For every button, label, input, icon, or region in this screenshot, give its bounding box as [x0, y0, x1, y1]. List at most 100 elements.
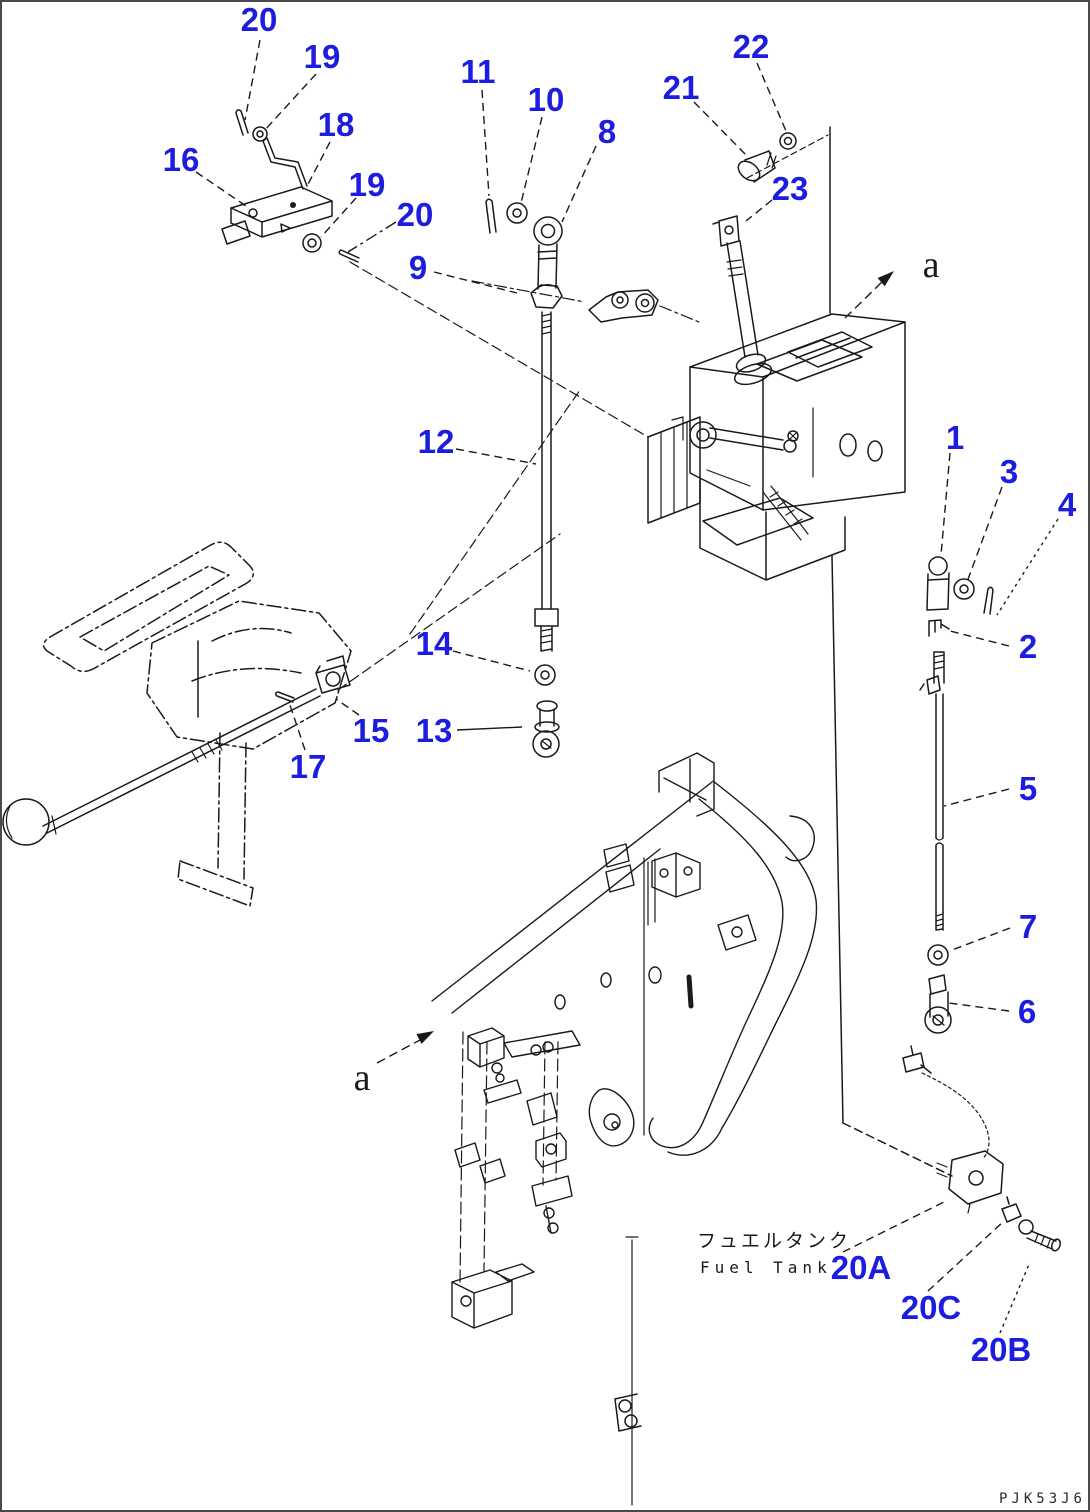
fuel-cable: [921, 1072, 990, 1160]
callout-label-15-23: 15: [353, 712, 390, 749]
fuel-tank-outline: [829, 126, 953, 1177]
pivot-boss: [689, 421, 717, 449]
slotted-bracket: [647, 416, 701, 524]
cotter-pin-20-upper: [235, 109, 249, 136]
leader-line-8-8: [561, 145, 597, 223]
pointer-mark: [280, 223, 291, 233]
lever-bracket-assembly: [221, 109, 649, 438]
view-arrow-label-0: a: [923, 244, 940, 286]
console-hole-2: [867, 440, 883, 462]
washer-19-lower: [302, 233, 322, 253]
eye-bolt-13: [532, 700, 560, 758]
callout-label-20-4: 20: [397, 196, 434, 233]
view-arrow-head-0: [877, 271, 894, 287]
bolt-20B: [1018, 1219, 1062, 1252]
control-console-box: [671, 313, 906, 581]
nut-14: [534, 664, 556, 686]
callout-label-6-19: 6: [1018, 993, 1036, 1030]
leader-line-23-12: [745, 199, 773, 222]
lock-washer-22: [779, 132, 797, 150]
callout-label-2-16: 2: [1019, 628, 1037, 665]
rod-12: [534, 311, 559, 652]
callout-label-1-13: 1: [946, 419, 964, 456]
callout-label-7-18: 7: [1019, 908, 1037, 945]
callout-label-20a-25: 20A: [831, 1249, 892, 1286]
leader-line-15-23: [335, 698, 360, 716]
leader-line-11-6: [481, 89, 490, 197]
view-arrow-head-1: [416, 1031, 434, 1044]
leader-line-9-9: [433, 271, 518, 294]
leader-line-13-22: [456, 726, 523, 731]
fitting-20C: [1001, 1196, 1022, 1223]
rod-end-6: [924, 974, 952, 1034]
callout-label-14-21: 14: [416, 625, 453, 662]
leader-line-20b-27: [999, 1261, 1031, 1334]
callout-label-22-11: 22: [733, 28, 770, 65]
cotter-pin-4: [983, 586, 994, 615]
fuel-tank-label-en: Fuel Tank: [700, 1258, 832, 1277]
nut-9: [530, 284, 563, 309]
rod-end-1: [926, 556, 950, 611]
callout-label-4-15: 4: [1058, 486, 1077, 523]
callout-label-18-2: 18: [318, 106, 355, 143]
pivot-arm: [709, 427, 784, 451]
callout-labels: 2019181920161110892122231342576121413151…: [163, 1, 1077, 1368]
link-axis-line-2: [337, 533, 561, 691]
callout-label-17-24: 17: [290, 748, 327, 785]
pin-11: [485, 198, 497, 234]
bracket-16-endcap: [221, 220, 251, 245]
callout-label-10-7: 10: [528, 81, 565, 118]
leader-line-12-20: [455, 448, 537, 465]
lever-top-clevis: [712, 215, 740, 247]
bottom-center-line-and-clip: [614, 1236, 642, 1506]
callout-label-16-5: 16: [163, 141, 200, 178]
control-rod-with-knob: [2, 688, 321, 846]
joint-15: [315, 655, 351, 694]
pedal-stand-assembly: [42, 541, 352, 907]
leader-line-17-24: [289, 704, 306, 751]
leader-line-1-13: [940, 452, 951, 556]
callout-label-23-12: 23: [772, 170, 809, 207]
frame-boot: [648, 1117, 723, 1156]
callout-label-5-17: 5: [1019, 770, 1037, 807]
pin-17: [274, 691, 295, 703]
leader-line-5-17: [943, 788, 1010, 807]
view-arrows: aa: [354, 244, 940, 1099]
nut-3: [953, 578, 975, 600]
callout-label-11-6: 11: [461, 53, 496, 90]
callout-label-20-0: 20: [241, 1, 278, 38]
leader-line-20-4: [347, 221, 397, 253]
clevis-link: [471, 280, 700, 323]
callout-label-13-22: 13: [416, 712, 453, 749]
plate-code: PJK53J6: [999, 1491, 1086, 1507]
leader-line-20a-25: [842, 1200, 947, 1253]
washer-19-upper: [252, 126, 268, 142]
control-lever-23: [712, 215, 773, 386]
chassis-frame: [431, 752, 818, 1329]
console-hole-1: [839, 433, 857, 457]
gusset: [762, 485, 809, 541]
nut-7: [927, 944, 949, 966]
leader-line-20-0: [244, 39, 261, 121]
leader-line-19-3: [320, 197, 357, 238]
console-skirt: [699, 479, 846, 581]
rod-end-8: [533, 216, 563, 290]
frame-foot: [451, 1263, 535, 1329]
view-arrow-line-0: [844, 280, 884, 319]
frame-hook: [785, 815, 815, 862]
console-right-face: [762, 321, 906, 511]
leader-line-16-5: [195, 171, 247, 207]
callout-label-20b-27: 20B: [971, 1331, 1032, 1368]
wire-clamp: [902, 1045, 932, 1074]
clip-2: [928, 619, 950, 637]
lever-pivot: [787, 430, 799, 442]
callout-label-8-8: 8: [598, 113, 616, 150]
link-axis-line-3: [409, 389, 581, 635]
leader-line-7-18: [951, 927, 1011, 951]
view-arrow-line-1: [376, 1039, 421, 1064]
rod-5: [919, 651, 945, 931]
bolt-dot: [290, 202, 296, 208]
lever-18: [262, 137, 308, 190]
